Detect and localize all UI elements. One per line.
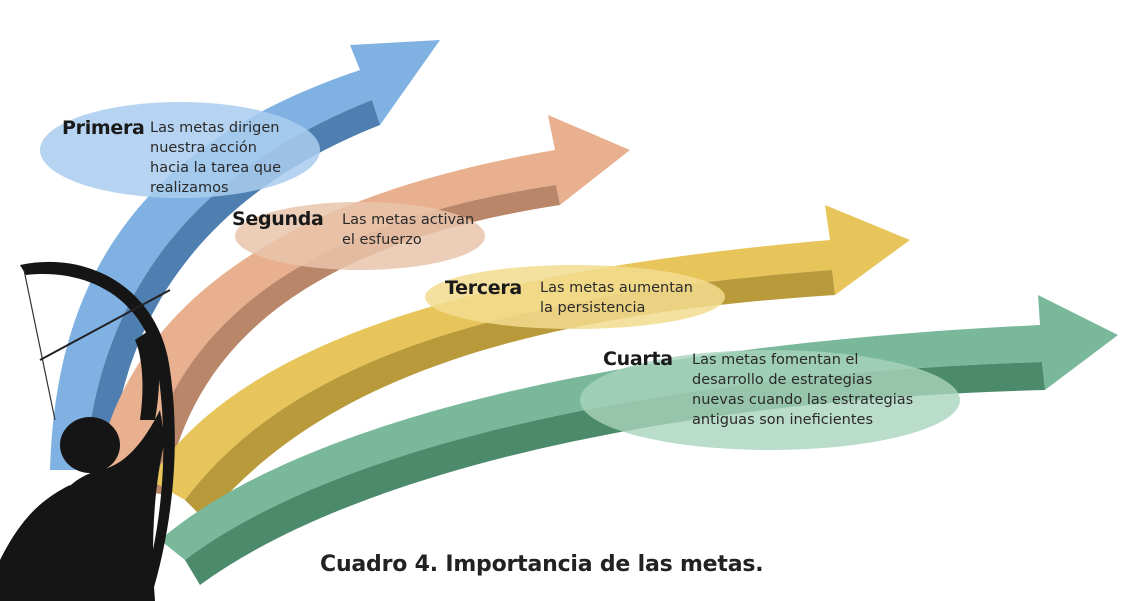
goal-title-cuarta: Cuarta [603,348,673,370]
goal-text-cuarta: Las metas fomentan el desarrollo de estr… [692,350,913,430]
ellipse-tercera [425,265,725,329]
goal-text-line: nuevas cuando las estrategias [692,392,914,408]
goal-text-primera: Las metas dirigen nuestra acción hacia l… [150,118,281,198]
goal-title-primera: Primera [62,117,145,139]
ellipse-primera [40,102,320,198]
goal-text-line: Las metas activan [342,212,475,228]
goal-text-line: la persistencia [540,300,646,316]
goal-text-line: antiguas son ineficientes [692,412,874,428]
goal-text-line: el esfuerzo [342,232,422,248]
goal-title-tercera: Tercera [445,277,522,299]
figure-caption: Cuadro 4. Importancia de las metas. [320,552,764,577]
goal-text-line: Las metas aumentan [540,280,693,296]
archer-silhouette-icon [0,261,175,601]
ellipse-segunda [235,202,485,270]
goal-text-segunda: Las metas activan el esfuerzo [342,210,474,250]
goal-text-tercera: Las metas aumentan la persistencia [540,278,693,318]
goal-text-line: realizamos [150,180,229,196]
goal-text-line: Las metas fomentan el [692,352,859,368]
goal-text-line: Las metas dirigen [150,120,280,136]
arrow-cuarta [160,295,1118,585]
goal-text-line: desarrollo de estrategias [692,372,873,388]
ellipse-cuarta [580,350,960,450]
goal-text-line: hacia la tarea que [150,160,282,176]
goal-text-line: nuestra acción [150,140,257,156]
goal-title-segunda: Segunda [232,208,324,230]
